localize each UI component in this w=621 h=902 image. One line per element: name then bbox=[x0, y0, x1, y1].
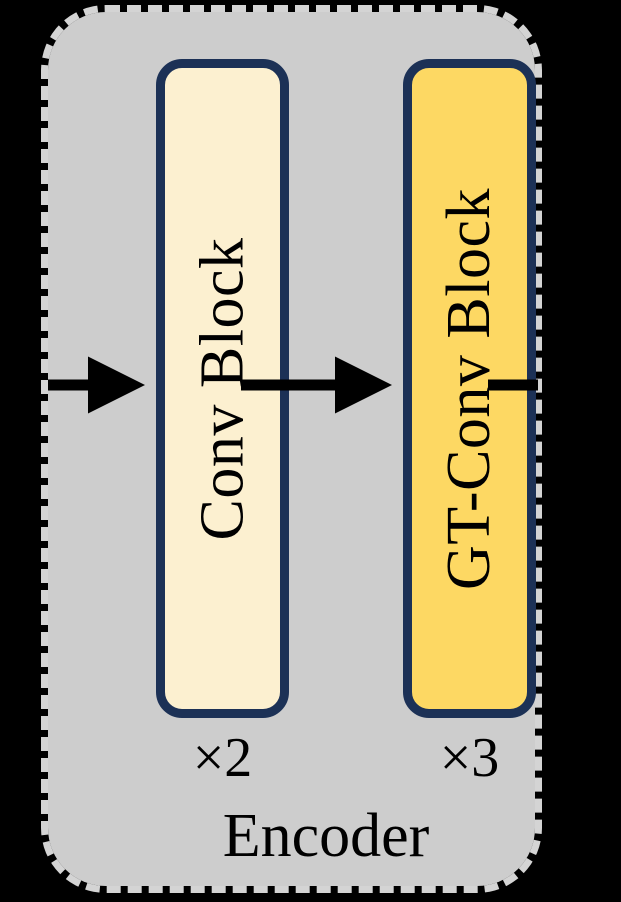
conv-block-repeat-label: ×2 bbox=[192, 727, 253, 789]
conv-block[interactable]: Conv Block bbox=[156, 59, 289, 718]
gt-conv-block-repeat-label: ×3 bbox=[439, 727, 500, 789]
encoder-container: Conv Block GT-Conv Block ×2 ×3 Encoder bbox=[41, 5, 542, 893]
encoder-caption: Encoder bbox=[222, 802, 430, 870]
conv-block-label: Conv Block bbox=[188, 237, 257, 540]
gt-conv-block[interactable]: GT-Conv Block bbox=[403, 59, 536, 718]
gt-conv-block-label: GT-Conv Block bbox=[435, 187, 504, 590]
